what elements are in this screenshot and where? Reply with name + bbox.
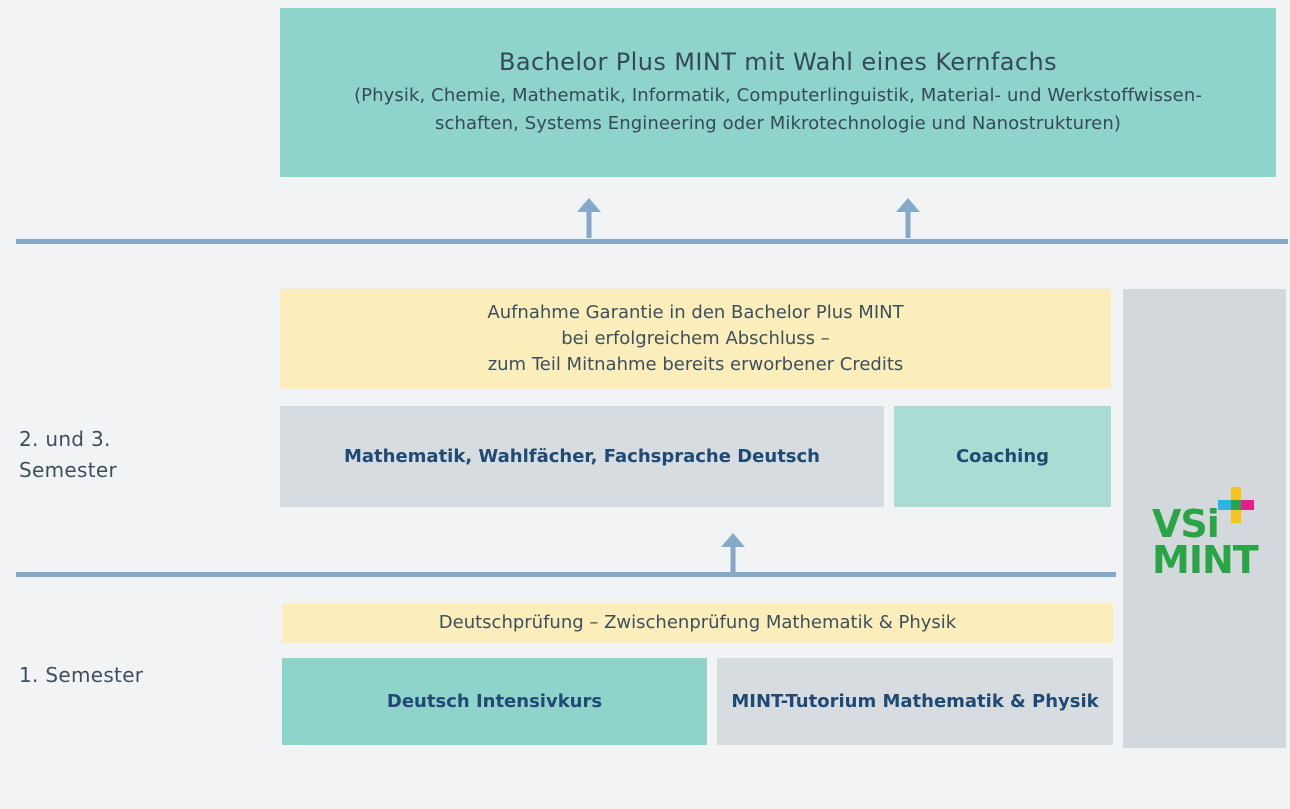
guarantee-line-1: Aufnahme Garantie in den Bachelor Plus M… [487, 302, 904, 323]
divider-line-top [16, 239, 1288, 244]
semester-1-label: 1. Semester [19, 663, 144, 687]
core-subjects-line-1: (Physik, Chemie, Mathematik, Informatik,… [354, 84, 1202, 106]
arrow-up-icon [896, 198, 920, 238]
exam-label: Deutschprüfung – Zwischenprüfung Mathema… [438, 612, 957, 633]
guarantee-line-3: zum Teil Mitnahme bereits erworbener Cre… [487, 354, 904, 375]
bachelor-plus-mint-box: Bachelor Plus MINT mit Wahl eines Kernfa… [280, 8, 1276, 177]
logo-vsi-text: VSi [1152, 502, 1220, 546]
vsi-mint-logo: VSi MINT [1140, 485, 1260, 585]
german-intensive-label: Deutsch Intensivkurs [386, 691, 603, 712]
mint-tutorial-box: MINT-Tutorium Mathematik & Physik [717, 658, 1113, 745]
semester-2-3-label: 2. und 3. Semester [19, 424, 117, 486]
divider-line-bottom [16, 572, 1116, 577]
coaching-box: Coaching [894, 406, 1111, 507]
vsi-mint-column [1123, 289, 1286, 748]
semester-2-3-label-line-1: 2. und 3. [19, 427, 111, 451]
arrow-up-icon [577, 198, 601, 238]
exam-box: Deutschprüfung – Zwischenprüfung Mathema… [282, 603, 1113, 643]
arrow-up-icon [721, 533, 745, 573]
german-intensive-box: Deutsch Intensivkurs [282, 658, 707, 745]
plus-icon [1218, 487, 1254, 523]
mint-tutorial-label: MINT-Tutorium Mathematik & Physik [731, 691, 1099, 712]
semester-2-3-label-line-2: Semester [19, 458, 117, 482]
core-subjects-line-2: schaften, Systems Engineering oder Mikro… [435, 112, 1121, 134]
guarantee-line-2: bei erfolgreichem Abschluss – [561, 328, 830, 349]
bachelor-title: Bachelor Plus MINT mit Wahl eines Kernfa… [499, 47, 1057, 76]
courses-label: Mathematik, Wahlfächer, Fachsprache Deut… [343, 446, 820, 467]
admission-guarantee-box: Aufnahme Garantie in den Bachelor Plus M… [280, 289, 1111, 389]
coaching-label: Coaching [955, 446, 1050, 467]
courses-box: Mathematik, Wahlfächer, Fachsprache Deut… [280, 406, 884, 507]
logo-mint-text: MINT [1152, 538, 1259, 582]
